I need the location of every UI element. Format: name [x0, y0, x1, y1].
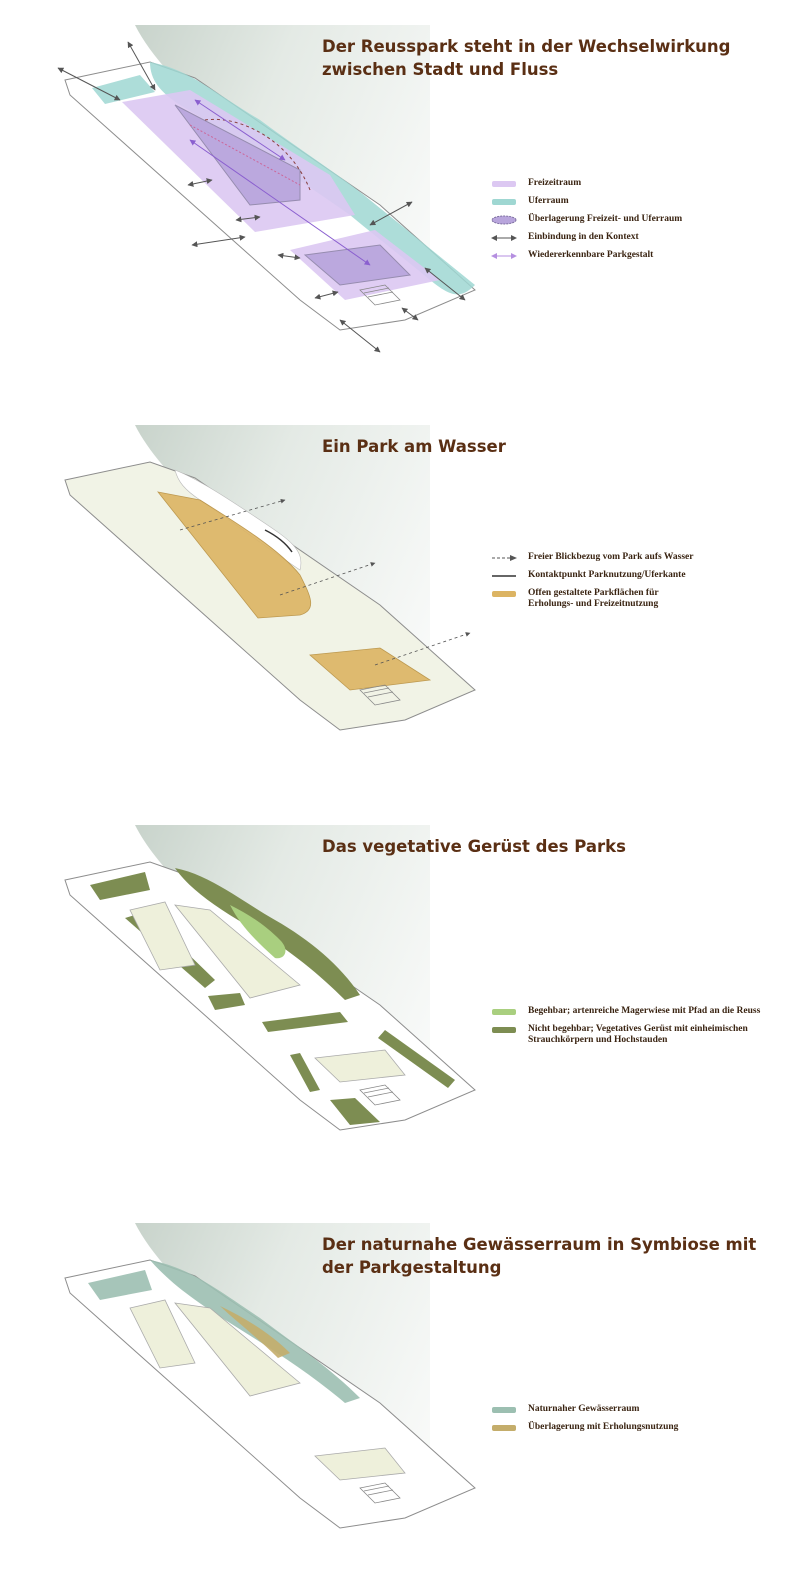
panel-wechselwirkung: Der Reusspark steht in der Wechselwirkun… [0, 0, 800, 398]
context-arrow [401, 307, 419, 321]
lawn-area [314, 1049, 406, 1083]
legend-item-kontaktpunkt: Kontaktpunkt Parknutzung/Uferkante [490, 570, 778, 582]
open-park-area [157, 491, 311, 619]
panel-title: Ein Park am Wasser [322, 437, 506, 456]
panel-title: Der Reusspark steht in der Wechselwirkun… [322, 37, 731, 79]
legend-item-nicht-begehbar: Nicht begehbar; Vegetatives Gerüst mit e… [490, 1024, 778, 1046]
shrub-area [208, 993, 245, 1010]
parkgestalt-arrow [189, 139, 371, 266]
lawn-area [174, 1302, 301, 1397]
panel-park-am-wasser: Ein Park am Wasser Freier Blickbezug vom… [0, 400, 800, 798]
parkgestalt-arrow [194, 99, 286, 161]
context-arrow [339, 319, 381, 353]
lawn-area [129, 1299, 196, 1369]
legend: Freier Blickbezug vom Park aufs Wasser K… [490, 552, 778, 616]
freizeitraum-swatch [492, 181, 516, 187]
open-park-area-lower [309, 647, 432, 691]
context-arrow [57, 67, 121, 101]
legend-item-parkgestalt: Wiedererkennbare Parkgestalt [490, 250, 778, 262]
legend-item-overlap: Überlagerung Freizeit- und Uferraum [490, 214, 778, 226]
lawn-area [174, 904, 301, 999]
panel-vegetatives-geruest: Das vegetative Gerüst des Parks Begehbar… [0, 800, 800, 1198]
legend-item-parkflaechen: Offen gestaltete Parkflächen für Erholun… [490, 588, 778, 610]
panel-title: Der naturnahe Gewässerraum in Symbiose m… [322, 1235, 757, 1277]
dashed-arrow-icon [492, 555, 517, 561]
legend-item-kontext: Einbindung in den Kontext [490, 232, 778, 244]
panel-title: Das vegetative Gerüst des Parks [322, 837, 626, 856]
shrub-area [290, 1053, 320, 1092]
view-arrow [374, 632, 471, 666]
site-plan-diagram [64, 425, 800, 731]
contact-line [264, 529, 293, 553]
view-arrow [179, 498, 286, 531]
overlap-recreation-area [220, 1306, 290, 1358]
legend-item-freizeitraum: Freizeitraum [490, 178, 778, 190]
water-space-area-left [88, 1270, 152, 1300]
legend: Freizeitraum Uferraum Überlagerung Freiz… [490, 178, 778, 268]
uferraum-swatch [492, 199, 516, 205]
legend-item-blickbezug: Freier Blickbezug vom Park aufs Wasser [490, 552, 778, 564]
panel-gewaesserraum: Der naturnahe Gewässerraum in Symbiose m… [0, 1198, 800, 1596]
meadow-area [230, 905, 286, 959]
legend-item-ueberlagerung-erholung: Überlagerung mit Erholungsnutzung [490, 1422, 778, 1434]
site-plan-diagram [64, 825, 800, 1131]
line-icon [492, 575, 516, 577]
context-arrow [127, 41, 156, 91]
context-arrow [369, 201, 413, 226]
ueberlagerung-swatch [492, 1425, 516, 1431]
site-plan-diagram [57, 25, 800, 353]
view-arrow [279, 562, 376, 596]
legend-item-uferraum: Uferraum [490, 196, 778, 208]
context-arrow [424, 267, 466, 301]
lawn-area [314, 1447, 406, 1481]
double-arrow-icon [491, 235, 517, 241]
legend-item-begehbar: Begehbar; artenreiche Magerwiese mit Pfa… [490, 1006, 778, 1018]
gewaesserraum-swatch [492, 1407, 516, 1413]
lawn-area [129, 901, 196, 971]
nicht-begehbar-swatch [492, 1027, 516, 1033]
double-arrow-purple-icon [491, 253, 517, 259]
legend-item-gewaesserraum: Naturnaher Gewässerraum [490, 1404, 778, 1416]
shrub-area [378, 1030, 455, 1088]
context-arrow [314, 290, 339, 300]
site-plan-diagram [64, 1223, 800, 1529]
legend: Naturnaher Gewässerraum Überlagerung mit… [490, 1404, 778, 1440]
legend: Begehbar; artenreiche Magerwiese mit Pfa… [490, 1006, 778, 1052]
shrub-area [262, 1012, 348, 1032]
shrub-area [90, 872, 150, 900]
shrub-area [330, 1098, 380, 1125]
parkflaechen-swatch [492, 591, 516, 597]
overlap-swatch [491, 215, 517, 225]
begehbar-swatch [492, 1009, 516, 1015]
